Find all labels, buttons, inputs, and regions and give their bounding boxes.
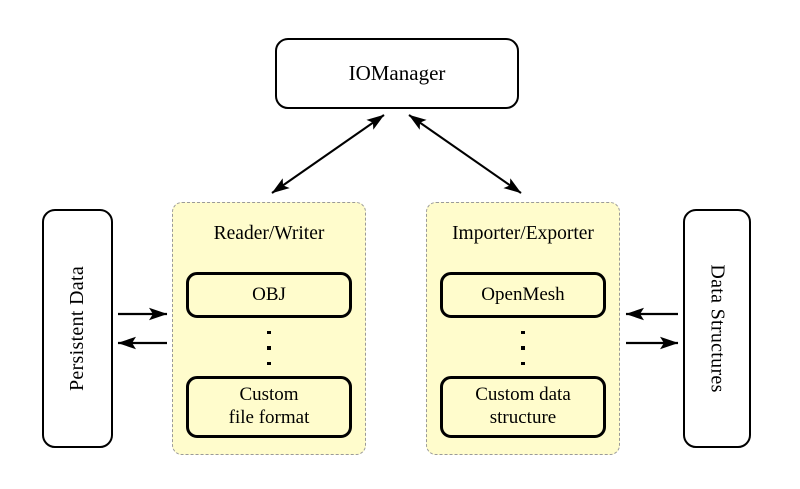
ellipsis-dot (267, 346, 271, 350)
node-io-manager-label: IOManager (348, 61, 446, 86)
connector-manager-importer-exporter (408, 114, 522, 194)
panel-reader-writer-title: Reader/Writer (213, 223, 325, 244)
node-custom-data-structure-label-line1: Custom data (475, 384, 571, 406)
node-custom-data-structure[interactable]: Custom data structure (440, 376, 606, 438)
ellipsis-dot (267, 331, 271, 335)
ellipsis-dot (521, 346, 525, 350)
node-custom-file-format[interactable]: Custom file format (186, 376, 352, 438)
ellipsis-dot (521, 331, 525, 335)
panel-importer-exporter: Importer/Exporter OpenMesh Custom data s… (426, 202, 620, 455)
node-io-manager[interactable]: IOManager (275, 38, 519, 109)
node-persistent-data-label: Persistent Data (66, 265, 88, 392)
ellipsis-reader-writer (173, 331, 365, 365)
ellipsis-dot (521, 361, 525, 365)
node-custom-file-format-label-line1: Custom (239, 384, 299, 406)
panel-reader-writer: Reader/Writer OBJ Custom file format (172, 202, 366, 455)
node-openmesh[interactable]: OpenMesh (440, 272, 606, 318)
node-openmesh-label: OpenMesh (481, 283, 565, 305)
node-data-structures[interactable]: Data Structures (683, 209, 751, 448)
panel-importer-exporter-title: Importer/Exporter (452, 223, 594, 244)
node-data-structures-label: Data Structures (706, 264, 729, 393)
node-custom-data-structure-label-line2: structure (489, 407, 557, 428)
connector-manager-reader-writer (271, 114, 385, 194)
node-obj[interactable]: OBJ (186, 272, 352, 318)
node-custom-file-format-label-line2: file format (228, 407, 310, 428)
ellipsis-dot (267, 361, 271, 365)
ellipsis-importer-exporter (427, 331, 619, 365)
node-obj-label: OBJ (252, 283, 286, 305)
node-persistent-data[interactable]: Persistent Data (42, 209, 113, 448)
